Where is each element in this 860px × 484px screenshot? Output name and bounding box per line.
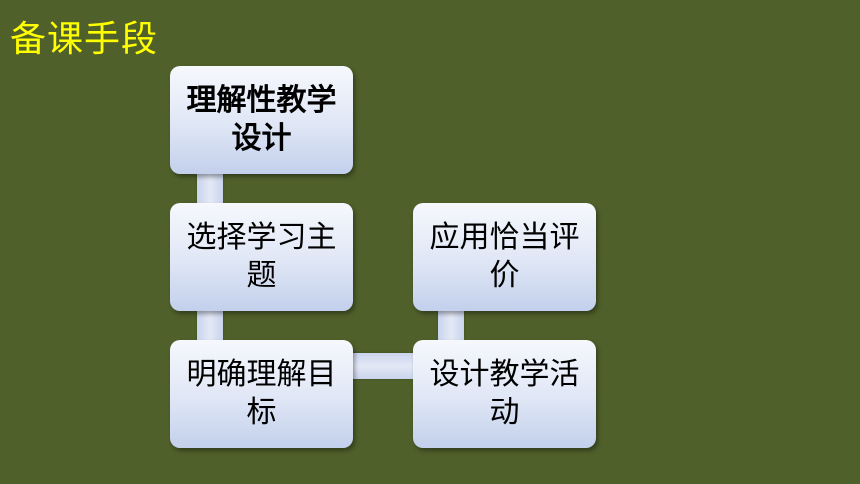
node-understanding-design: 理解性教学设计	[170, 66, 353, 174]
node-label: 应用恰当评价	[429, 220, 580, 293]
node-choose-topic: 选择学习主题	[170, 203, 353, 311]
node-apply-evaluation: 应用恰当评价	[413, 203, 596, 311]
node-label: 明确理解目标	[186, 357, 337, 430]
node-label: 选择学习主题	[186, 220, 337, 293]
node-label: 理解性教学设计	[186, 83, 337, 156]
node-design-activities: 设计教学活动	[413, 340, 596, 448]
connector-topic-to-goals	[197, 308, 223, 342]
connector-design-to-topic	[197, 172, 223, 206]
slide-title: 备课手段	[10, 19, 159, 60]
connector-activities-to-evaluation	[438, 308, 464, 342]
node-clarify-goals: 明确理解目标	[170, 340, 353, 448]
connector-goals-to-activities	[349, 353, 417, 379]
node-label: 设计教学活动	[429, 357, 580, 430]
